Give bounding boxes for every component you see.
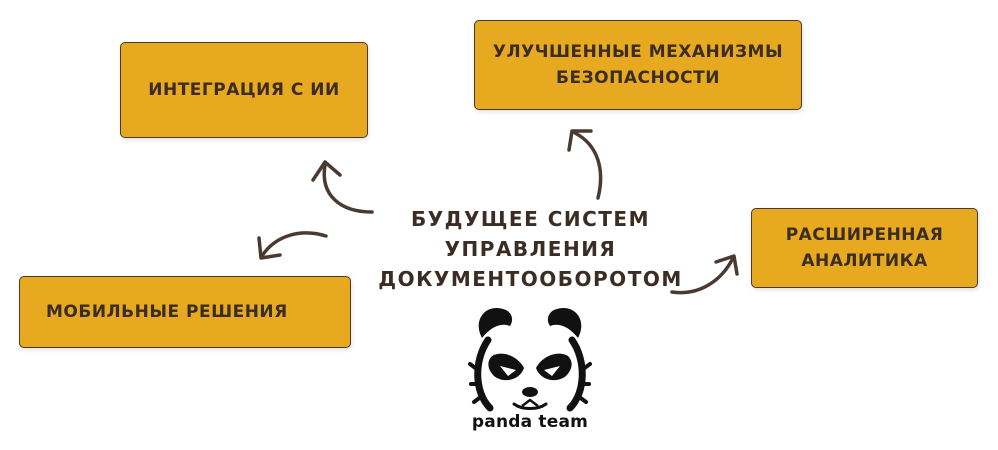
node-mobile-label: МОБИЛЬНЫЕ РЕШЕНИЯ [46,301,288,322]
node-analytics-label-line1: РАСШИРЕННАЯ [785,224,944,245]
node-security-label-line1: УЛУЧШЕННЫЕ МЕХАНИЗМЫ [492,41,784,62]
center-title-line1: БУДУЩЕЕ СИСТЕМ [411,207,650,231]
node-security-label-line2: БЕЗОПАСНОСТИ [556,68,720,88]
panda-head-icon [468,308,592,412]
node-analytics: РАСШИРЕННАЯ АНАЛИТИКА [751,208,978,288]
arrow-to-security [567,129,603,200]
node-ai-label: ИНТЕГРАЦИЯ С ИИ [148,79,340,100]
arrow-to-analytics [670,254,739,295]
center-title-line3: ДОКУМЕНТООБОРОТОМ [378,267,683,291]
center-title-line2: УПРАВЛЕНИЯ [444,237,617,261]
center-title: БУДУЩЕЕ СИСТЕМ УПРАВЛЕНИЯ ДОКУМЕНТООБОРО… [378,204,683,294]
node-ai-integration: ИНТЕГРАЦИЯ С ИИ [120,42,368,138]
node-mobile: МОБИЛЬНЫЕ РЕШЕНИЯ [19,276,351,348]
node-security: УЛУЧШЕННЫЕ МЕХАНИЗМЫ БЕЗОПАСНОСТИ [474,20,802,110]
logo-text: panda team [471,412,589,432]
arrow-to-mobile [257,231,328,260]
node-analytics-label-line2: АНАЛИТИКА [801,251,928,271]
arrow-to-ai [311,160,374,214]
